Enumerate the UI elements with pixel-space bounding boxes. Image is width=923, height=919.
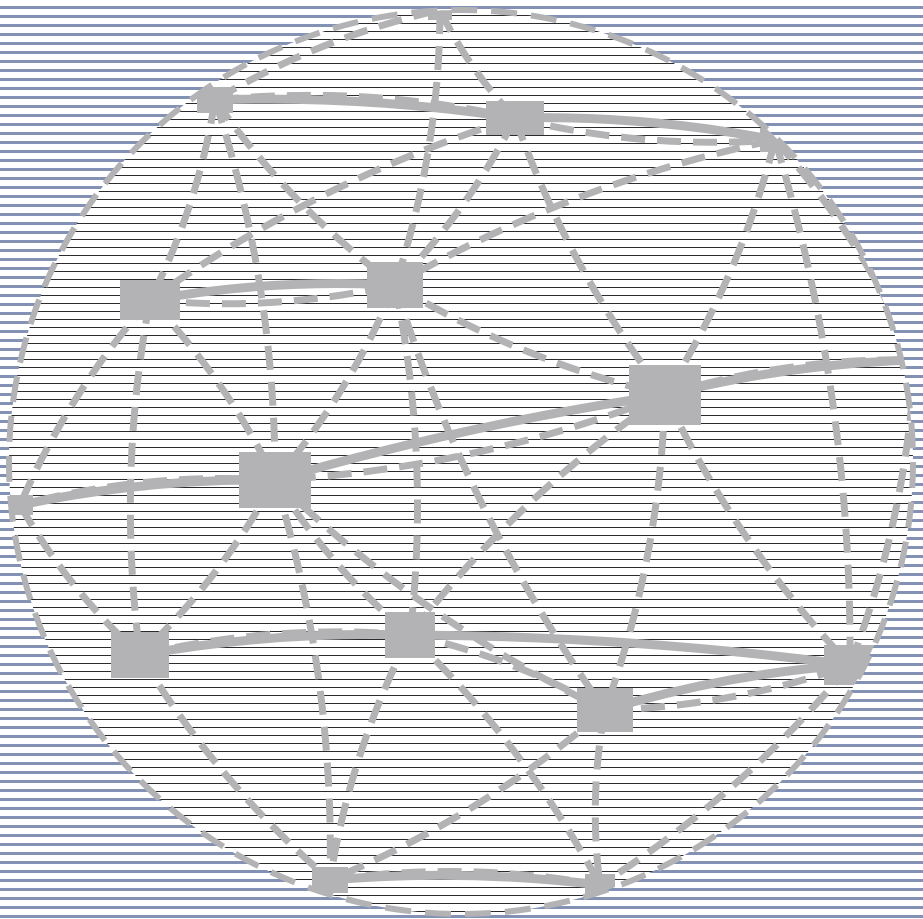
network-node — [120, 280, 180, 320]
network-node — [905, 350, 923, 370]
network-node — [367, 262, 423, 308]
network-node — [486, 101, 544, 135]
network-node — [629, 365, 701, 425]
network-node — [385, 612, 435, 658]
network-node — [577, 688, 633, 732]
network-node — [111, 632, 169, 678]
network-node — [239, 452, 311, 508]
